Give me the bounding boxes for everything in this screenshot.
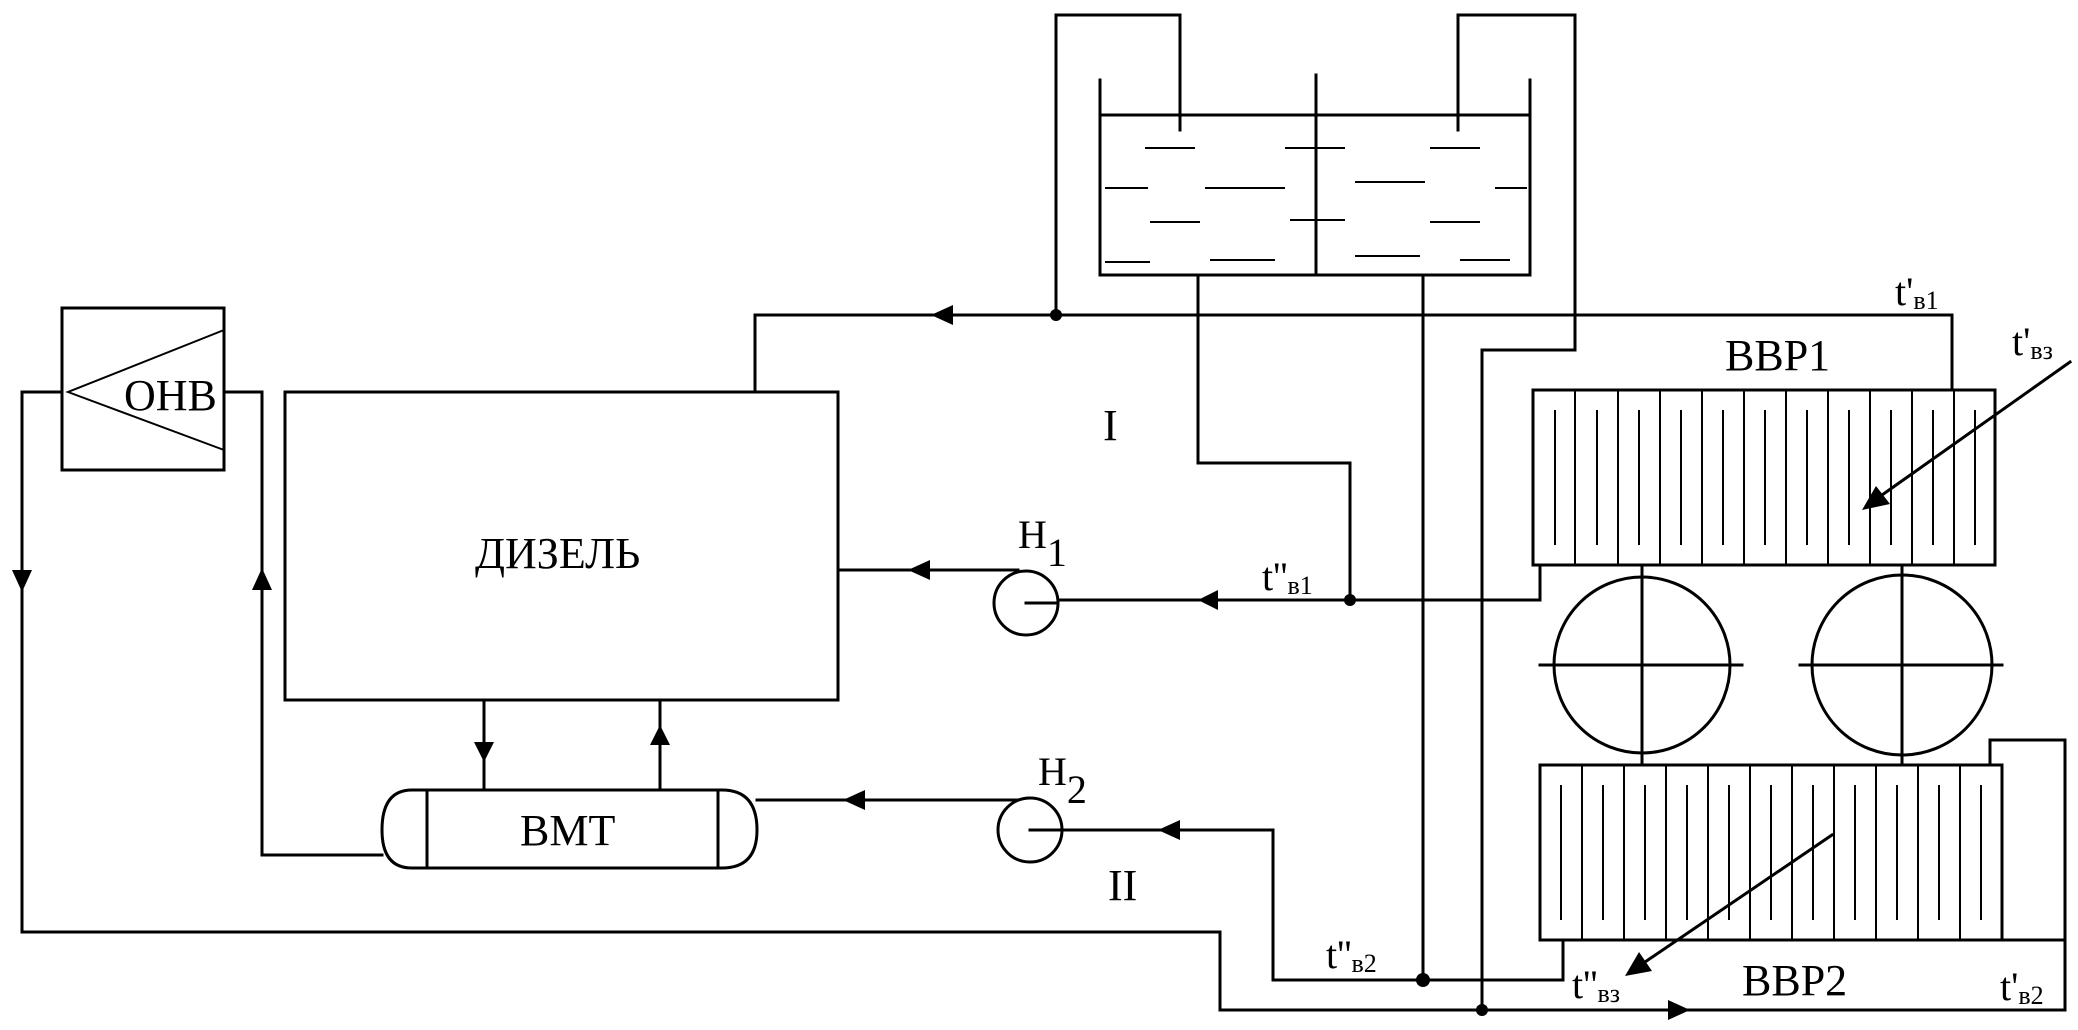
t-in-2-label: t'в2	[2000, 964, 2044, 1010]
t-in-1-label: t'в1	[1895, 269, 1939, 315]
t-out-2-label: t''в2	[1326, 932, 1377, 978]
pump-h1-label: H1	[1018, 512, 1067, 575]
flow-arrow	[650, 725, 670, 745]
t-air-in-label: t'вз	[2012, 319, 2053, 365]
diesel-vmt-links	[474, 698, 670, 792]
fan-left	[1538, 563, 1744, 767]
flow-arrow	[843, 790, 865, 810]
flow-arrow	[931, 305, 953, 325]
expansion-tank	[1054, 13, 1577, 1012]
flow-arrow	[474, 742, 494, 762]
flow-arrow	[1668, 1000, 1690, 1020]
pump-h2-label: H2	[1038, 749, 1087, 812]
air-inlet-arrow	[1862, 359, 2073, 510]
diesel-label: ДИЗЕЛЬ	[475, 529, 640, 578]
circuit-2-piping	[755, 738, 2067, 1020]
onv-piping	[12, 390, 1484, 1012]
flow-arrow	[1198, 590, 1218, 610]
air-outlet-arrow	[1625, 832, 1835, 976]
tank-water-dashes	[1105, 147, 1527, 263]
onv-unit	[60, 306, 226, 472]
pump-h1	[992, 569, 1060, 637]
vmt-heat-exchanger	[380, 788, 759, 870]
diesel-engine	[283, 390, 840, 702]
t-out-1-label: t''в1	[1262, 554, 1313, 600]
circuit-1-label: I	[1103, 401, 1118, 450]
t-air-out-label: t''вз	[1572, 962, 1620, 1008]
radiator-vvr1	[1531, 388, 1997, 567]
radiator-vvr2	[1538, 763, 2004, 942]
flow-arrow	[252, 568, 272, 590]
circuit-2-label: II	[1108, 861, 1137, 910]
circuit-1-piping	[753, 273, 1954, 982]
flow-arrow	[12, 570, 32, 592]
vvr2-label: ВВР2	[1742, 956, 1847, 1005]
fan-right	[1798, 563, 2004, 767]
onv-label: ОНВ	[124, 371, 217, 420]
pump-h2	[996, 796, 1064, 864]
vmt-label: ВМТ	[520, 806, 615, 855]
flow-arrow	[908, 560, 930, 580]
vvr1-label: ВВР1	[1725, 331, 1830, 380]
flow-arrow	[1158, 820, 1180, 840]
